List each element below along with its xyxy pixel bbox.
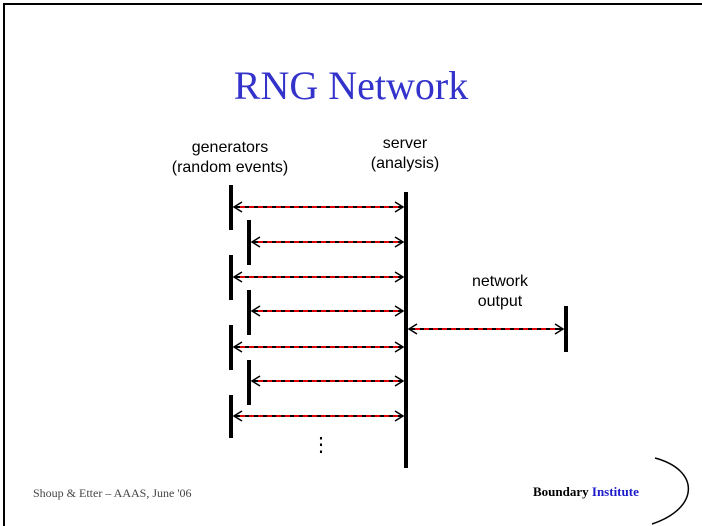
connection-arrow-1: [232, 201, 405, 213]
corner-curve: [651, 457, 690, 525]
footer-logo: Boundary Institute: [533, 484, 639, 500]
connection-arrow-5: [232, 341, 405, 353]
connection-arrow-4: [250, 305, 405, 317]
footer-logo-word1: Boundary: [533, 484, 589, 499]
ellipsis-more-generators: ⋮: [311, 434, 331, 456]
connection-arrow-3: [232, 271, 405, 283]
slide-title: RNG Network: [233, 63, 469, 108]
generators-label-line1: generators: [191, 139, 269, 156]
server-label: server (analysis): [350, 134, 460, 174]
generators-label: generators (random events): [150, 138, 310, 178]
network-output-label: network output: [450, 272, 550, 312]
connection-arrow-2: [250, 236, 405, 248]
network-output-label-line2: output: [477, 293, 523, 310]
server-label-line2: (analysis): [370, 155, 440, 172]
connection-arrow-7: [232, 410, 405, 422]
network-output-arrow: [407, 323, 565, 335]
network-output-label-line1: network: [471, 273, 529, 290]
server-label-line1: server: [382, 135, 428, 152]
footer-logo-word2: Institute: [591, 484, 639, 499]
generators-label-line2: (random events): [171, 159, 289, 176]
connection-arrow-6: [250, 375, 405, 387]
slide-border: [3, 3, 702, 526]
footer-credit: Shoup & Etter – AAAS, June '06: [33, 486, 192, 500]
